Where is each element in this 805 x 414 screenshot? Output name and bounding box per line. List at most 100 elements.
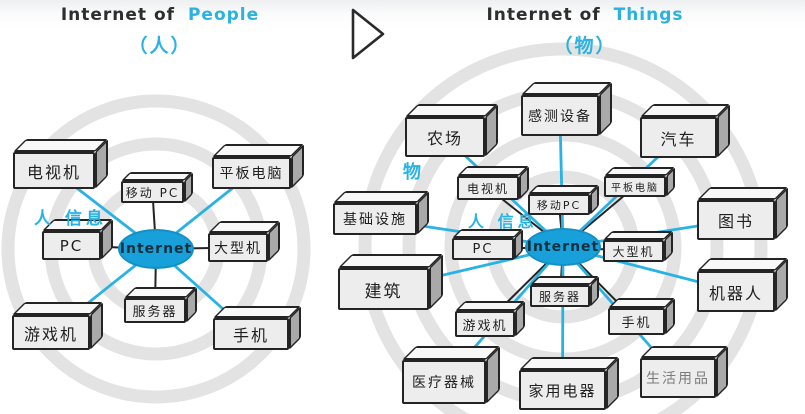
box-top-face [640, 346, 728, 358]
box-front-face: 移动 PC [121, 181, 184, 203]
box-top-face [519, 357, 619, 370]
box-top-face [212, 144, 304, 157]
box-top-face [405, 104, 498, 117]
hub-label-right: Internet [526, 239, 600, 255]
right-diagram-subtitle: （物） [553, 35, 617, 57]
node-label-infrastructure: 基础设施 [343, 212, 407, 228]
people-info-label-left: 人 信息 [34, 209, 107, 229]
box-front-face: 机器人 [697, 271, 775, 312]
hub-label-left: Internet [119, 241, 193, 257]
box-front-face: 农场 [405, 117, 485, 157]
box-front-face: 医疗器械 [402, 360, 486, 404]
box-front-face: 大型机 [603, 240, 664, 262]
node-label-robot: 机器人 [708, 283, 763, 303]
node-daily-necessities: 生活用品 [640, 346, 728, 398]
box-front-face: 汽车 [640, 117, 717, 158]
node-label-home-appliances: 家用电器 [528, 381, 597, 400]
node-label-tv: 电视机 [26, 162, 81, 182]
box-top-face [402, 346, 500, 360]
node-label-phone: 手机 [621, 316, 652, 331]
node-phone: 手机 [608, 298, 675, 335]
box-front-face: 手机 [608, 308, 665, 335]
box-top-face [12, 302, 103, 315]
box-top-face [640, 104, 730, 117]
transition-arrow-icon [351, 8, 385, 60]
box-front-face: 平板电脑 [212, 157, 291, 189]
node-label-mainframe: 大型机 [214, 240, 262, 257]
box-front-face: 感测设备 [521, 95, 599, 136]
node-label-pc: PC [59, 236, 84, 255]
node-label-books: 图书 [717, 212, 754, 231]
node-label-game-console: 游戏机 [23, 324, 78, 344]
box-front-face: 基础设施 [333, 203, 417, 235]
left-title-accent: People [187, 5, 260, 25]
internet-hub-left: Internet [118, 229, 194, 269]
connection-line-sensing-device [558, 115, 565, 248]
left-title-prefix: Internet of [60, 5, 176, 25]
box-top-face [338, 254, 443, 268]
box-top-face [697, 187, 788, 200]
right-title-prefix: Internet of [486, 5, 601, 25]
box-top-face [697, 258, 788, 271]
box-front-face: 游戏机 [12, 315, 90, 350]
node-server: 服务器 [530, 276, 599, 307]
box-front-face: PC [452, 238, 514, 260]
node-label-daily-necessities: 生活用品 [646, 371, 710, 387]
box-top-face [121, 172, 193, 181]
box-front-face: 服务器 [124, 298, 186, 323]
box-front-face: 移动PC [528, 194, 590, 215]
box-top-face [530, 276, 599, 285]
node-books: 图书 [697, 187, 788, 240]
node-label-sensing-device: 感测设备 [528, 108, 592, 125]
node-tv: 电视机 [457, 166, 529, 200]
node-robot: 机器人 [697, 258, 788, 312]
box-top-face [213, 306, 301, 318]
node-label-tablet: 平板电脑 [219, 166, 284, 182]
node-label-phone: 手机 [232, 326, 269, 345]
box-top-face [521, 82, 612, 95]
node-home-appliances: 家用电器 [519, 357, 619, 410]
node-mobile-pc: 移动 PC [121, 172, 193, 203]
node-label-pc: PC [472, 241, 494, 257]
node-building: 建筑 [338, 254, 443, 310]
node-game-console: 游戏机 [12, 302, 103, 350]
box-top-face [333, 191, 429, 203]
node-label-game-console: 游戏机 [462, 318, 508, 334]
box-front-face: 生活用品 [640, 358, 716, 398]
node-infrastructure: 基础设施 [333, 191, 429, 235]
node-phone: 手机 [213, 306, 301, 350]
background-ring-right [358, 42, 768, 414]
box-front-face: 建筑 [338, 268, 429, 310]
node-label-mobile-pc: 移动 PC [125, 185, 180, 200]
node-pc: PC [42, 219, 113, 260]
background-ring-left [1, 94, 311, 404]
node-label-tv: 电视机 [466, 181, 509, 196]
node-label-server: 服务器 [538, 289, 581, 304]
node-tablet: 平板电脑 [604, 167, 675, 197]
right-title-accent: Things [613, 5, 684, 25]
node-mobile-pc: 移动PC [528, 185, 599, 215]
right-diagram-title: Internet of Things [460, 5, 710, 25]
people-info-label-right: 人 信息 [468, 212, 538, 231]
node-farm: 农场 [405, 104, 498, 157]
node-label-car: 汽车 [660, 129, 697, 149]
box-top-face [603, 231, 673, 240]
left-diagram-title: Internet of People [35, 5, 285, 25]
things-label-right: 物 [403, 162, 425, 183]
node-sensing-device: 感测设备 [521, 82, 612, 136]
box-front-face: 手机 [213, 318, 289, 350]
box-front-face: 家用电器 [519, 370, 606, 410]
left-diagram-subtitle: （人） [128, 35, 192, 57]
node-server: 服务器 [124, 287, 197, 323]
node-label-farm: 农场 [426, 129, 463, 148]
internet-hub-right: Internet [525, 228, 601, 266]
box-front-face: 电视机 [457, 176, 519, 200]
node-label-server: 服务器 [132, 305, 178, 320]
node-tablet: 平板电脑 [212, 144, 304, 189]
box-top-face [528, 185, 599, 194]
node-game-console: 游戏机 [455, 301, 525, 337]
node-tv: 电视机 [13, 139, 108, 189]
box-front-face: 大型机 [208, 233, 268, 262]
box-front-face: 平板电脑 [604, 176, 666, 197]
